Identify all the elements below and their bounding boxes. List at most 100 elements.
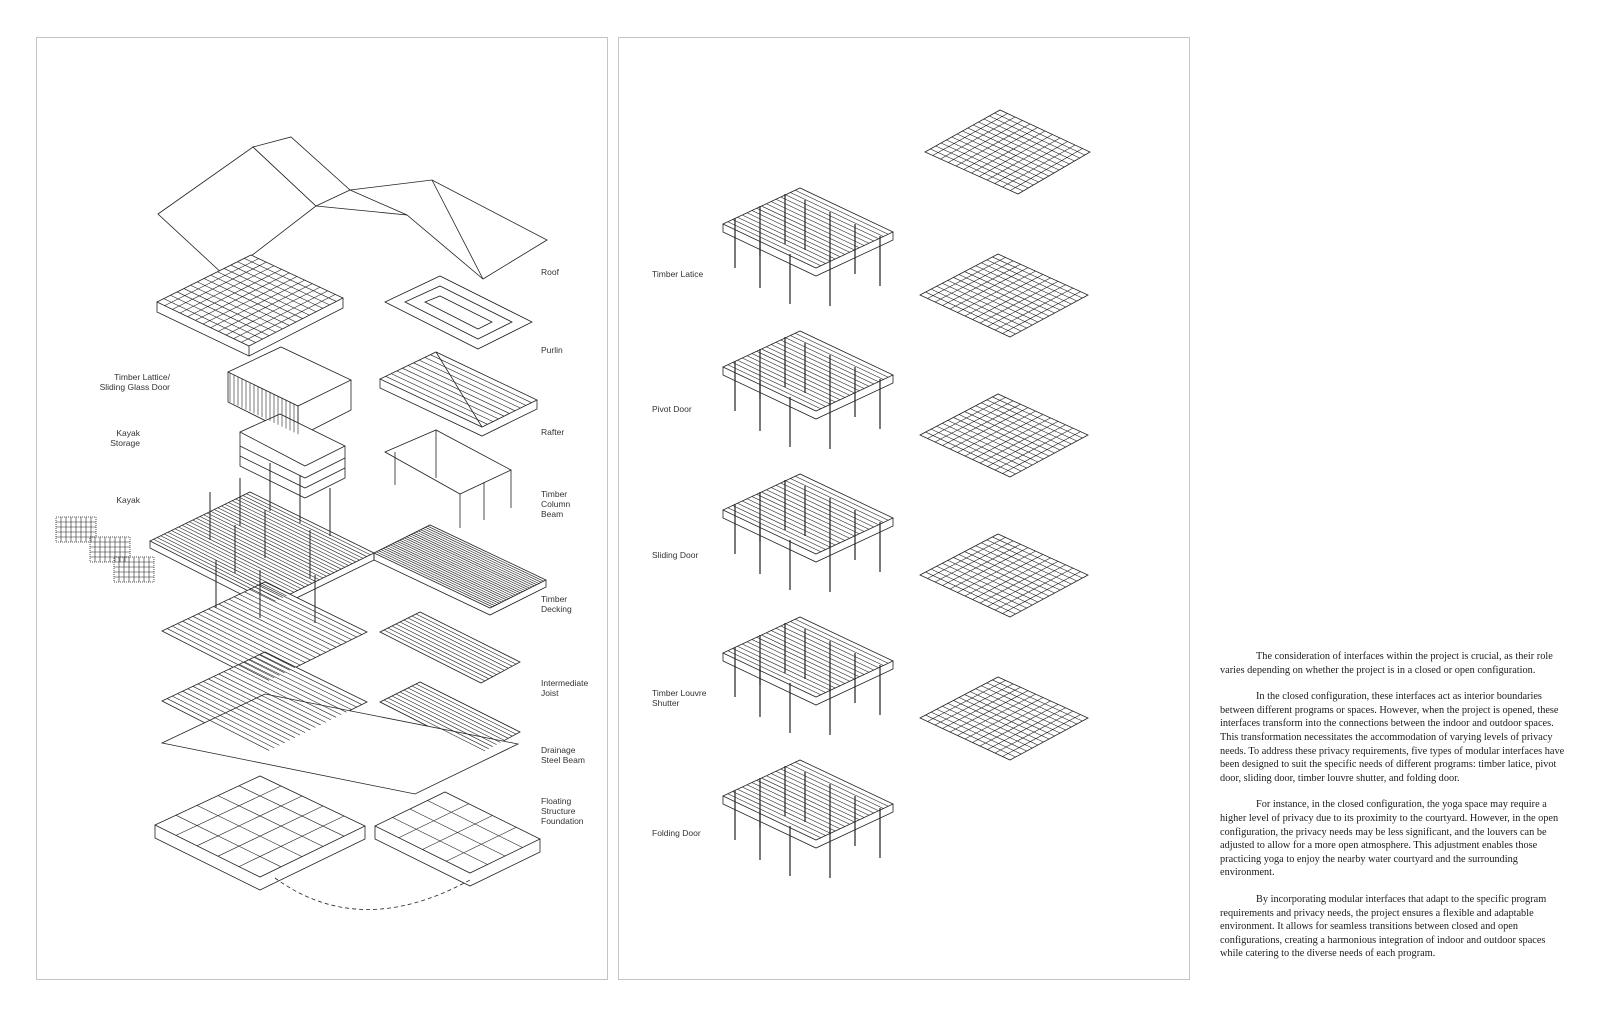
hatch-line bbox=[746, 498, 841, 544]
hatch-line bbox=[790, 764, 884, 809]
hatch-line bbox=[751, 639, 846, 684]
hatch-line bbox=[425, 527, 542, 583]
label-drainage-steel-beam: Drainage Steel Beam bbox=[541, 745, 585, 765]
hatch-line bbox=[174, 528, 298, 591]
hatch-line bbox=[394, 542, 512, 598]
hatch-line bbox=[167, 698, 270, 751]
hatch-line bbox=[218, 283, 313, 332]
hatch-line bbox=[213, 606, 316, 658]
hatch-line bbox=[1002, 714, 1081, 757]
hatch-line bbox=[942, 543, 1021, 586]
hatch-line bbox=[795, 618, 889, 664]
hatch-line bbox=[994, 710, 1074, 754]
label-rafter: Rafter bbox=[541, 427, 565, 437]
hatch-line bbox=[254, 586, 357, 638]
hatch-line bbox=[411, 615, 513, 667]
hatch-line bbox=[244, 591, 347, 643]
hatch-line bbox=[761, 634, 855, 680]
hatch-line bbox=[780, 768, 874, 814]
hatch-line bbox=[213, 676, 316, 728]
hatch-line bbox=[196, 805, 303, 857]
hatch-line bbox=[233, 596, 337, 648]
hatch-line bbox=[233, 290, 328, 339]
hatch-line bbox=[785, 480, 879, 526]
hatch-line bbox=[175, 785, 282, 836]
hatch-line bbox=[742, 643, 836, 689]
hatch-line bbox=[994, 427, 1074, 471]
hatch-line bbox=[785, 766, 879, 812]
hatch-line bbox=[408, 535, 526, 591]
hatch-line bbox=[172, 261, 267, 310]
hatch-line bbox=[239, 593, 342, 646]
hatch-line bbox=[420, 529, 537, 585]
hatch-line bbox=[254, 656, 357, 708]
hatch-line bbox=[949, 690, 1029, 733]
hatch-line bbox=[795, 761, 889, 807]
hatch-line bbox=[766, 632, 860, 678]
hatch-line bbox=[770, 773, 865, 818]
hatch-line bbox=[775, 627, 870, 673]
hatch-line bbox=[411, 685, 513, 737]
hatch-line bbox=[927, 257, 1006, 299]
hatch-line bbox=[746, 784, 841, 830]
hatch-line bbox=[964, 554, 1044, 597]
hatch-line bbox=[780, 339, 874, 385]
hatch-line bbox=[934, 260, 1014, 303]
hatch-line bbox=[795, 332, 889, 378]
hatch-line bbox=[407, 687, 509, 739]
hatch-line bbox=[732, 505, 826, 550]
hatch-line bbox=[790, 335, 884, 380]
hatch-line bbox=[197, 683, 301, 736]
hatch-line bbox=[979, 561, 1059, 604]
hatch-line bbox=[422, 815, 493, 850]
hatch-line bbox=[197, 613, 301, 666]
hatch-line bbox=[756, 350, 850, 396]
hatch-line bbox=[172, 625, 275, 679]
hatch-line bbox=[746, 212, 841, 258]
module-drawings bbox=[722, 187, 894, 849]
hatch-line bbox=[732, 791, 826, 836]
hatch-line bbox=[210, 510, 335, 573]
hatch-line bbox=[994, 141, 1068, 184]
hatch-line bbox=[790, 478, 884, 523]
hatch-line bbox=[949, 407, 1029, 450]
hatch-line bbox=[399, 691, 501, 743]
hatch-line bbox=[746, 355, 841, 401]
hatch-line bbox=[413, 362, 516, 412]
hatch-line bbox=[395, 693, 497, 745]
hatch-line bbox=[955, 123, 1031, 167]
hatch-line bbox=[415, 613, 517, 665]
roof-drawing bbox=[157, 136, 548, 280]
hatch-line bbox=[235, 498, 360, 561]
hatch-line bbox=[770, 201, 865, 246]
hatch-line bbox=[775, 484, 870, 530]
hatch-line bbox=[963, 127, 1038, 170]
hatch-line bbox=[233, 666, 337, 718]
hatch-line bbox=[397, 541, 514, 597]
hatch-line bbox=[385, 376, 488, 425]
hatch-line bbox=[766, 346, 860, 392]
hatch-line bbox=[392, 543, 509, 599]
hatch-line bbox=[934, 540, 1014, 583]
kayak-storage-drawing bbox=[239, 413, 346, 499]
hatch-line bbox=[199, 516, 324, 579]
hatch-line bbox=[228, 598, 332, 651]
hatch-line bbox=[241, 294, 336, 343]
hatch-line bbox=[218, 603, 321, 656]
hatch-line bbox=[380, 549, 498, 605]
hatch-line bbox=[737, 359, 831, 405]
hatch-line bbox=[239, 496, 364, 559]
label-timber-column-beam: Timber Column Beam bbox=[541, 489, 571, 519]
hatch-line bbox=[732, 219, 826, 264]
hatch-line bbox=[1002, 291, 1081, 334]
hatch-line bbox=[249, 659, 352, 710]
paragraph: By incorporating modular interfaces that… bbox=[1220, 893, 1547, 960]
hatch-line bbox=[228, 502, 353, 564]
hatch-line bbox=[942, 263, 1021, 306]
hatch-line bbox=[1002, 144, 1076, 188]
hatch-line bbox=[228, 668, 332, 721]
label-timber-latice: Timber Latice bbox=[652, 269, 704, 279]
hatch-line bbox=[994, 567, 1074, 611]
label-kayak-storage: Kayak Storage bbox=[110, 428, 140, 448]
